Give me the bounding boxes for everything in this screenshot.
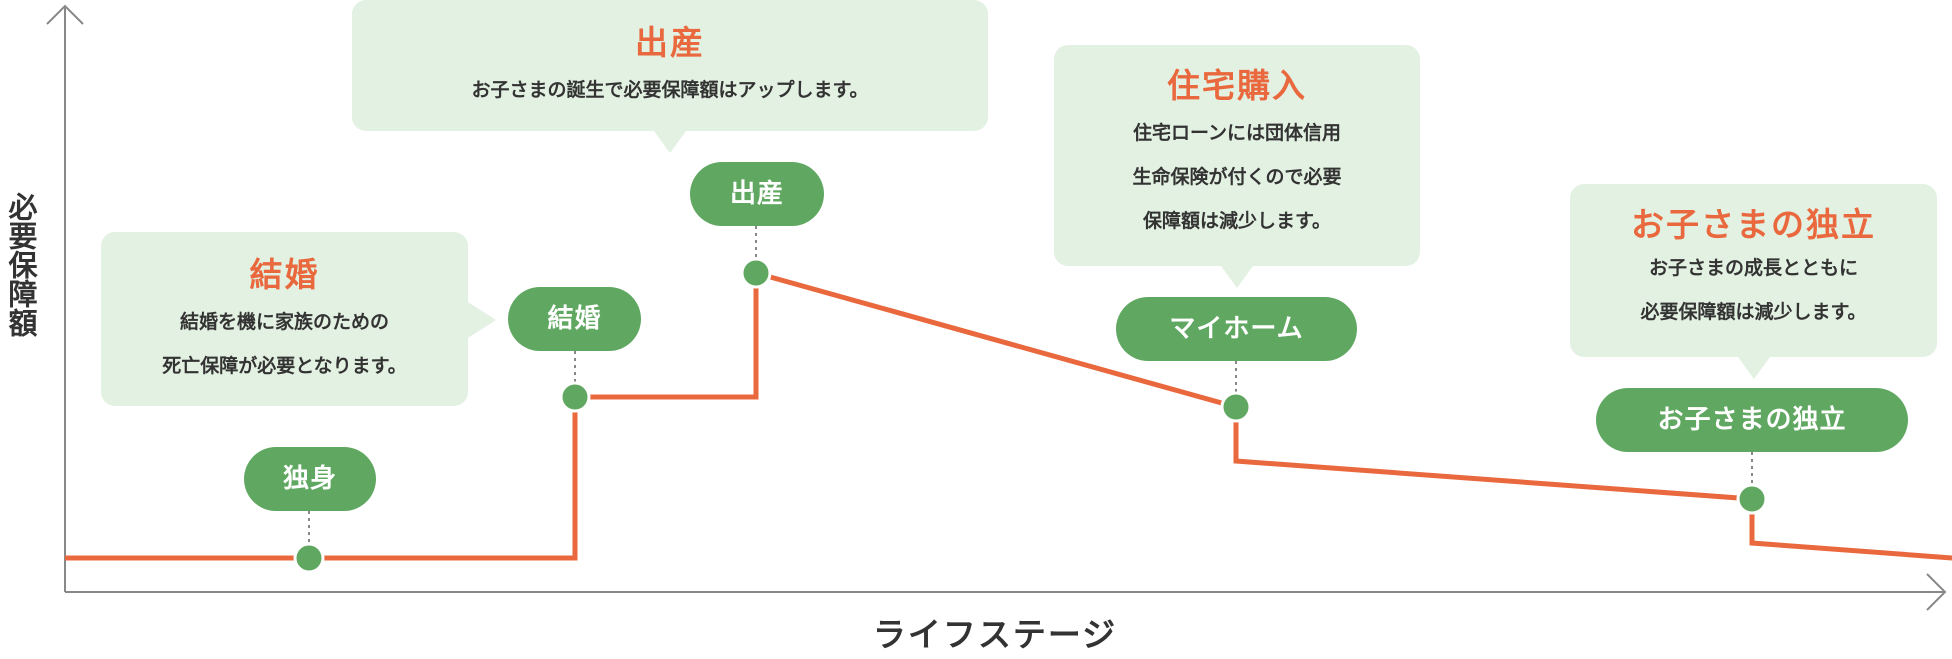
- bubble-marriage-line: 死亡保障が必要となります。: [162, 355, 407, 377]
- bubble-marriage: 結婚 結婚を機に家族のための 死亡保障が必要となります。: [101, 232, 496, 406]
- bubble-home: 住宅購入 住宅ローンには団体信用 生命保険が付くので必要 保障額は減少します。: [1054, 45, 1420, 288]
- stage-pill-home: マイホーム: [1116, 297, 1357, 361]
- bubble-marriage-body: 結婚を機に家族のための 死亡保障が必要となります。: [101, 300, 468, 388]
- stage-pill-independence: お子さまの独立: [1596, 388, 1908, 452]
- required-coverage-line: [65, 269, 1952, 561]
- bubble-marriage-title: 結婚: [249, 255, 320, 294]
- stage-pill-single: 独身: [244, 447, 376, 511]
- stage-node-dot: [740, 257, 772, 289]
- y-axis-label: 必要保障額: [0, 192, 38, 348]
- bubble-marriage-line: 結婚を機に家族のための: [179, 311, 389, 333]
- stage-node-dot: [1220, 391, 1252, 423]
- stage-pill-marriage: 結婚: [508, 287, 641, 351]
- bubble-independence-line: 必要保障額は減少します。: [1640, 301, 1867, 323]
- bubble-independence-body: お子さまの成長とともに 必要保障額は減少します。: [1570, 246, 1937, 334]
- stage-node-dot: [293, 542, 325, 574]
- bubble-home-body: 住宅ローンには団体信用 生命保険が付くので必要 保障額は減少します。: [1054, 111, 1420, 243]
- coverage-path: [65, 269, 1952, 561]
- bubble-independence: お子さまの独立 お子さまの成長とともに 必要保障額は減少します。: [1570, 184, 1937, 379]
- axes: [46, 4, 1947, 611]
- bubble-home-title: 住宅購入: [1167, 66, 1307, 105]
- bubble-independence-line: お子さまの成長とともに: [1648, 257, 1858, 279]
- bubble-home-line: 生命保険が付くので必要: [1132, 166, 1342, 188]
- bubble-birth-title: 出産: [635, 23, 705, 62]
- x-axis-label: ライフステージ: [872, 615, 1118, 654]
- bubble-birth: 出産 お子さまの誕生で必要保障額はアップします。: [352, 0, 988, 153]
- stage-node-dot: [1736, 483, 1768, 515]
- y-axis-arrow: [46, 4, 84, 25]
- bubble-birth-line: お子さまの誕生で必要保障額はアップします。: [471, 79, 869, 101]
- bubble-home-line: 保障額は減少します。: [1142, 210, 1332, 232]
- stage-pill-birth: 出産: [690, 162, 824, 226]
- stage-nodes: [293, 257, 1768, 574]
- y-axis-label-text: 必要保障額: [4, 192, 38, 337]
- bubble-independence-title: お子さまの独立: [1631, 205, 1876, 244]
- x-axis-arrow: [1926, 573, 1947, 611]
- connectors: [308, 226, 1753, 546]
- bubble-home-line: 住宅ローンには団体信用: [1132, 122, 1342, 144]
- bubble-birth-body: お子さまの誕生で必要保障額はアップします。: [352, 68, 988, 112]
- stage-node-dot: [559, 381, 591, 413]
